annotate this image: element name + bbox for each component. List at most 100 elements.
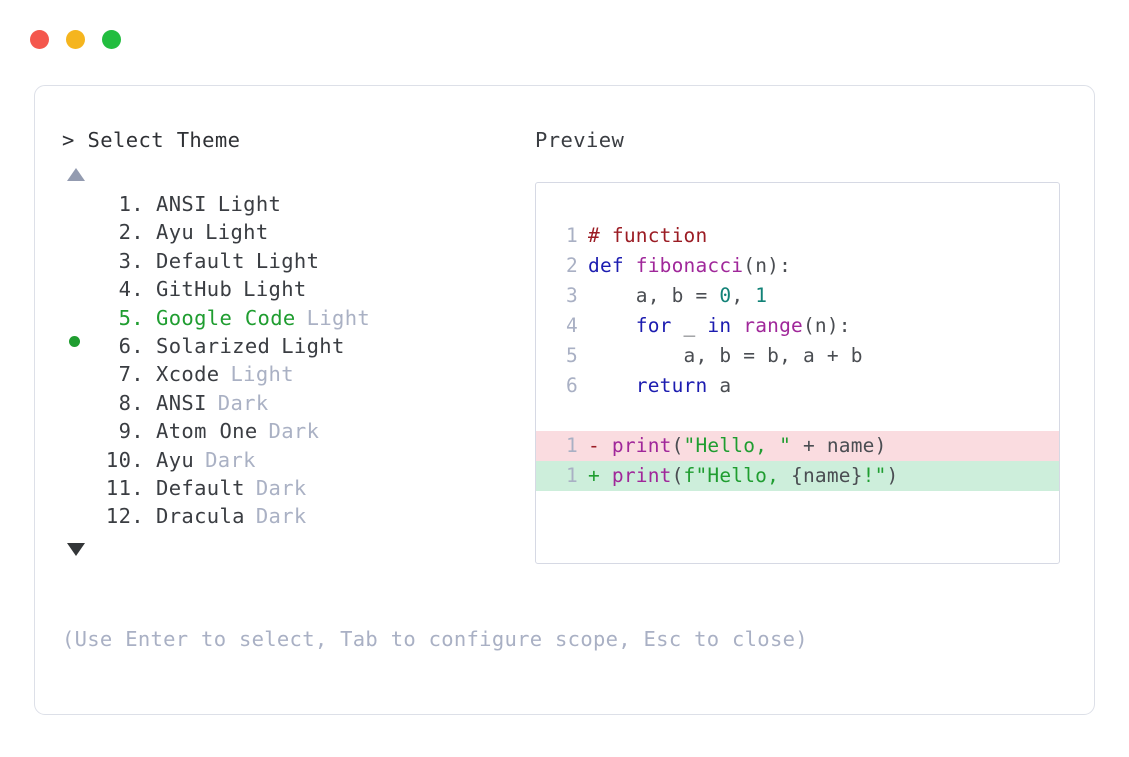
code-token: (	[671, 434, 684, 457]
code-token: +	[802, 434, 815, 457]
code-line-number: 6	[566, 374, 578, 397]
code-token: for	[635, 314, 672, 337]
theme-item-index: 2.	[118, 220, 144, 245]
code-line: 4 for _ in range(n):	[536, 311, 1059, 341]
code-line-text: a, b = 0, 1	[588, 281, 767, 311]
theme-item-variant: Light	[243, 277, 307, 302]
code-token: _	[671, 314, 708, 337]
close-window-icon[interactable]	[30, 29, 49, 49]
maximize-window-icon[interactable]	[102, 29, 121, 49]
code-line-number: 1	[566, 464, 578, 487]
code-token: a	[707, 374, 732, 397]
theme-item-name: ANSI	[156, 390, 207, 415]
theme-item-name: Xcode	[156, 362, 220, 387]
code-token: in	[707, 314, 732, 337]
minimize-window-icon[interactable]	[66, 29, 85, 49]
code-line-number: 5	[566, 344, 578, 367]
theme-item-name: Solarized	[156, 333, 271, 358]
code-token: )	[886, 464, 899, 487]
code-line: 3 a, b = 0, 1	[536, 281, 1059, 311]
code-line-number: 1	[566, 434, 578, 457]
code-token: fibonacci	[635, 254, 744, 277]
preview-title: Preview	[535, 128, 625, 152]
selected-indicator-dot	[69, 335, 80, 347]
theme-item-name: Default	[156, 475, 245, 500]
theme-item-index: 1.	[118, 192, 144, 216]
code-line-text: a, b = b, a + b	[588, 341, 863, 371]
code-token: (n):	[802, 314, 851, 337]
theme-list-item[interactable]: 4. GitHub Light	[62, 275, 532, 303]
prompt-row: > Select Theme	[62, 128, 532, 152]
code-token: +	[826, 344, 839, 367]
code-token: (n):	[743, 254, 792, 277]
window-titlebar	[0, 0, 1129, 78]
code-token: print	[611, 464, 672, 487]
theme-item-variant: Dark	[217, 390, 269, 415]
theme-list-item[interactable]: 8. ANSI Dark	[62, 389, 532, 417]
theme-item-variant: Light	[217, 192, 282, 216]
theme-item-variant: Dark	[255, 475, 307, 500]
keyboard-hint: (Use Enter to select, Tab to configure s…	[62, 627, 808, 651]
code-line-text: + print(f"Hello, {name}!")	[588, 461, 899, 491]
window-controls	[30, 29, 121, 49]
code-token: # function	[588, 224, 708, 247]
code-token: a, b	[588, 284, 696, 307]
code-token: =	[695, 284, 720, 307]
prompt-label	[75, 128, 88, 152]
code-line-number: 4	[566, 314, 578, 337]
theme-item-name: Ayu	[156, 447, 195, 472]
theme-list-item[interactable]: 7. Xcode Light	[62, 360, 532, 388]
theme-list-item[interactable]: 1. ANSI Light	[62, 190, 532, 218]
code-token: =	[743, 344, 768, 367]
theme-item-name: Atom One	[156, 419, 258, 444]
code-token: !"	[862, 464, 887, 487]
code-token: name	[814, 434, 875, 457]
code-token: -	[588, 434, 612, 457]
theme-item-index: 8.	[118, 390, 144, 415]
scroll-down-icon[interactable]	[67, 542, 85, 556]
code-token	[624, 254, 636, 277]
code-token: "Hello, "	[683, 434, 792, 457]
code-token: {name}	[791, 464, 863, 487]
code-line-number: 1	[566, 224, 578, 247]
code-token: 1	[755, 284, 768, 307]
code-token: f"Hello,	[683, 464, 792, 487]
code-line-removed: 1- print("Hello, " + name)	[536, 431, 1059, 461]
code-blank-line	[536, 401, 1059, 431]
theme-item-index: 12.	[105, 504, 144, 529]
theme-item-name: Default	[156, 248, 245, 273]
code-token	[588, 314, 636, 337]
theme-item-variant: Light	[230, 362, 294, 387]
scroll-up-icon[interactable]	[67, 168, 85, 181]
code-token: (	[671, 464, 684, 487]
theme-item-name: ANSI	[156, 192, 207, 216]
code-line-text: # function	[588, 221, 707, 251]
code-line: 6 return a	[536, 371, 1059, 401]
theme-item-index: 4.	[118, 277, 144, 302]
theme-item-name: GitHub	[156, 277, 233, 302]
theme-item-index: 7.	[118, 362, 144, 387]
theme-item-variant: Light	[205, 220, 269, 245]
code-line-text: for _ in range(n):	[588, 311, 851, 341]
prompt-caret-icon: >	[62, 128, 75, 152]
code-token: b, a	[767, 344, 827, 367]
code-token: b	[838, 344, 863, 367]
theme-item-name: Google Code	[156, 305, 296, 330]
theme-item-variant: Light	[255, 248, 320, 273]
code-token: ,	[731, 284, 756, 307]
code-line-number: 2	[566, 254, 578, 277]
code-line: 5 a, b = b, a + b	[536, 341, 1059, 371]
theme-item-index: 5.	[118, 305, 144, 330]
